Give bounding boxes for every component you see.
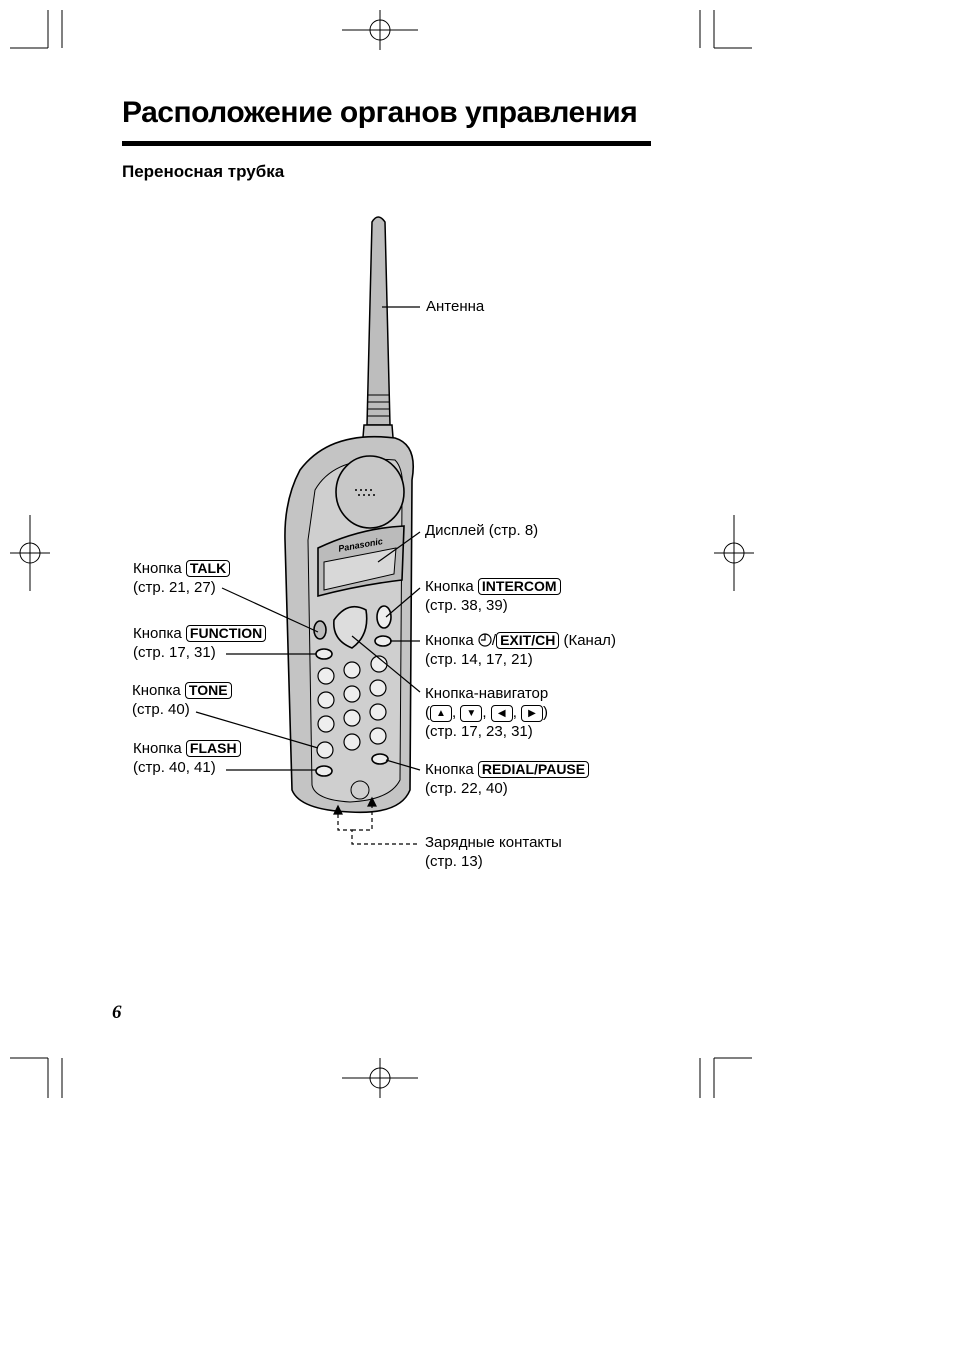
label-pages: (стр. 21, 27) [133, 579, 216, 596]
paren: ( [425, 704, 430, 721]
comma: , [452, 704, 457, 721]
label-prefix: Кнопка [425, 761, 474, 778]
label-antenna: Антенна [426, 298, 485, 315]
leader-lines [195, 306, 421, 845]
right-arrow-icon: ▶ [521, 704, 544, 722]
talk-keycap: TALK [185, 560, 231, 577]
redial-key [371, 753, 389, 765]
label-tone: Кнопка TONE (стр. 40) [132, 681, 232, 719]
label-charging-contacts: Зарядные контакты (стр. 13) [425, 833, 562, 871]
label-intercom: Кнопка INTERCOM (стр. 38, 39) [425, 577, 561, 615]
label-flash: Кнопка FLASH (стр. 40, 41) [133, 739, 241, 777]
label-navigator: Кнопка-навигатор (▲, ▼, ◀, ▶) (стр. 17, … [425, 684, 548, 741]
label-prefix: Кнопка [425, 632, 474, 649]
comma: , [512, 704, 517, 721]
label-exit: Кнопка /EXIT/CH (Канал) (стр. 14, 17, 21… [425, 631, 616, 669]
label-display: Дисплей (стр. 8) [425, 522, 539, 539]
page-number: 6 [112, 1002, 122, 1023]
label-title: Кнопка-навигатор [425, 685, 549, 702]
label-suffix: (Канал) [563, 632, 616, 649]
label-pages: (стр. 17, 31) [133, 644, 216, 661]
label-prefix: Кнопка [425, 578, 474, 595]
separator: / [491, 632, 497, 649]
handset-body: Panasonic [284, 435, 414, 814]
talk-key [313, 620, 327, 640]
tone-keycap: TONE [184, 682, 232, 699]
left-arrow-icon: ◀ [490, 704, 513, 722]
label-pages: (стр. 38, 39) [425, 597, 508, 614]
up-arrow-icon: ▲ [430, 704, 452, 722]
down-arrow-icon: ▼ [460, 704, 483, 722]
paren: ) [543, 704, 549, 721]
intercom-key [376, 605, 392, 629]
keypad [316, 655, 388, 759]
label-prefix: Кнопка [133, 740, 182, 757]
label-talk: Кнопка TALK (стр. 21, 27) [133, 559, 231, 597]
label-title: Зарядные контакты [425, 834, 562, 851]
flash-key [315, 765, 333, 777]
label-prefix: Кнопка [133, 560, 182, 577]
label-prefix: Кнопка [132, 682, 181, 699]
label-redial: Кнопка REDIAL/PAUSE (стр. 22, 40) [425, 760, 590, 798]
redial-keycap: REDIAL/PAUSE [477, 761, 590, 778]
label-prefix: Кнопка [133, 625, 182, 642]
antenna [361, 216, 395, 451]
crop-marks [10, 10, 754, 1098]
label-pages: (стр. 22, 40) [425, 780, 508, 797]
exit-key [374, 635, 392, 647]
power-clock-icon [478, 633, 492, 647]
function-key [315, 648, 333, 660]
title-rule [122, 141, 651, 146]
navigator-key [333, 605, 368, 649]
page-title: Расположение органов управления [122, 96, 638, 129]
label-pages: (стр. 40, 41) [133, 759, 216, 776]
exit-keycap: EXIT/CH [496, 632, 560, 649]
label-pages: (стр. 14, 17, 21) [425, 651, 533, 668]
comma: , [482, 704, 487, 721]
label-pages: (стр. 40) [132, 701, 190, 718]
intercom-keycap: INTERCOM [477, 578, 561, 595]
function-keycap: FUNCTION [185, 625, 267, 642]
section-subtitle: Переносная трубка [122, 162, 285, 181]
label-pages: (стр. 17, 23, 31) [425, 723, 533, 740]
flash-keycap: FLASH [185, 740, 241, 757]
label-pages: (стр. 13) [425, 853, 483, 870]
label-function: Кнопка FUNCTION (стр. 17, 31) [133, 624, 267, 662]
